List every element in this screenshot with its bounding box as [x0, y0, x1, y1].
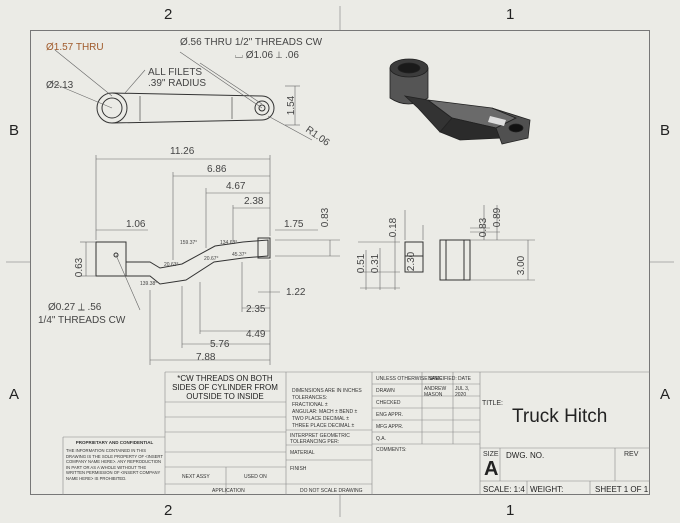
- zone-bottom-2: 2: [164, 502, 173, 519]
- tb-size-label: SIZE: [483, 451, 499, 458]
- tb-rev: REV: [624, 451, 639, 458]
- tb-used-on: USED ON: [244, 474, 267, 480]
- tb-eng-appr: ENG APPR.: [376, 412, 403, 418]
- dim-2-35: 2.35: [246, 304, 266, 315]
- tb-drawn-name: ANDREW MASON: [424, 386, 447, 398]
- dim-6-86: 6.86: [207, 164, 227, 175]
- dim-2-30: 2.30: [406, 251, 418, 272]
- tb-name-hdr: NAME: [428, 376, 443, 382]
- angle-5: 45.37°: [232, 252, 247, 258]
- angle-3: 159.37°: [180, 240, 198, 246]
- tb-frac: FRACTIONAL ±: [292, 402, 328, 408]
- tb-material: MATERIAL: [290, 450, 315, 456]
- tb-dwg-no: DWG. NO.: [506, 451, 545, 460]
- threads-callout: Ø.56 THRU 1/2" THREADS CW: [180, 37, 323, 48]
- isometric-view: [389, 58, 531, 145]
- dim-0-51: 0.51: [356, 253, 368, 274]
- tb-drawn-date: JUL 3, 2020: [455, 386, 470, 398]
- tb-title-label: TITLE:: [482, 400, 504, 407]
- tb-interpret: INTERPRET GEOMETRIC TOLERANCING PER:: [290, 433, 350, 445]
- tb-tol: TOLERANCES:: [292, 395, 328, 401]
- zone-bottom-1: 1: [506, 502, 515, 519]
- tb-prop-text: THE INFORMATION CONTAINED IN THIS DRAWIN…: [66, 448, 163, 481]
- tb-application: APPLICATION: [212, 488, 245, 494]
- dim-2-38: 2.38: [244, 196, 264, 207]
- zone-left-a: A: [9, 386, 20, 403]
- angle-4: 134.63°: [220, 240, 238, 246]
- counterbore-callout: ⌴ Ø1.06 ⟂ .06: [235, 50, 299, 61]
- dim-4-67: 4.67: [226, 181, 246, 192]
- angle-1: 139.38°: [140, 281, 158, 287]
- dim-0-31: 0.31: [370, 253, 382, 274]
- dim-1-22: 1.22: [286, 287, 306, 298]
- tb-three-place: THREE PLACE DECIMAL ±: [292, 423, 355, 429]
- dim-right-0-89: 0.89: [492, 207, 504, 228]
- tb-two-place: TWO PLACE DECIMAL ±: [292, 416, 350, 422]
- dim-11-26: 11.26: [170, 146, 195, 157]
- dim-0-83: 0.83: [320, 207, 332, 228]
- tb-sheet: SHEET 1 OF 1: [595, 485, 649, 494]
- thread-direction-note: *CW THREADS ON BOTH SIDES OF CYLINDER FR…: [172, 374, 278, 401]
- zone-left-b: B: [9, 122, 20, 139]
- tb-weight: WEIGHT:: [530, 485, 564, 494]
- fillets-note: ALL FILETS: [148, 67, 203, 78]
- hole-callout: Ø1.57 THRU: [46, 42, 104, 53]
- tb-mfg-appr: MFG APPR.: [376, 424, 404, 430]
- zone-right-b: B: [660, 122, 671, 139]
- tb-checked: CHECKED: [376, 400, 401, 406]
- zone-top-2: 2: [164, 6, 173, 23]
- dim-4-49: 4.49: [246, 329, 266, 340]
- dim-1-06: 1.06: [126, 219, 146, 230]
- tb-angular: ANGULAR: MACH ± BEND ±: [292, 409, 358, 415]
- dim-0-63: 0.63: [74, 257, 86, 278]
- drawing-border: [30, 30, 650, 495]
- dim-1-75: 1.75: [284, 219, 304, 230]
- dim-right-3-00: 3.00: [516, 255, 528, 276]
- outer-dia-callout: Ø2.13: [46, 80, 74, 91]
- small-hole-callout: Ø0.27 ⟂ .56: [48, 302, 102, 313]
- tb-finish: FINISH: [290, 466, 307, 472]
- angle-2: 20.63°: [164, 262, 179, 268]
- tb-comments: COMMENTS:: [376, 447, 407, 453]
- dim-5-76: 5.76: [210, 339, 230, 350]
- tb-prop-title: PROPRIETARY AND CONFIDENTIAL: [75, 440, 154, 445]
- dim-0-18: 0.18: [388, 217, 400, 238]
- thread-callout: 1/4" THREADS CW: [38, 315, 126, 326]
- fillet-radius-note: .39" RADIUS: [148, 78, 207, 89]
- front-view-part: [95, 237, 271, 285]
- angle-6: 20.67°: [204, 256, 219, 262]
- tb-do-not-scale: DO NOT SCALE DRAWING: [300, 488, 363, 494]
- dim-right-0-83: 0.83: [478, 217, 490, 238]
- tb-drawn: DRAWN: [376, 388, 395, 394]
- tb-qa: Q.A.: [376, 436, 387, 442]
- tb-next-assy: NEXT ASSY: [182, 474, 210, 480]
- tb-size-value: A: [484, 458, 499, 480]
- right-view-part: [439, 239, 471, 281]
- tb-scale: SCALE: 1:4: [483, 485, 525, 494]
- zone-right-a: A: [660, 386, 671, 403]
- dim-1-54: 1.54: [286, 95, 298, 116]
- tb-date-hdr: DATE: [458, 376, 471, 382]
- drawing-title: Truck Hitch: [512, 406, 608, 427]
- tb-dims: DIMENSIONS ARE IN INCHES: [292, 388, 362, 394]
- dim-7-88: 7.88: [196, 352, 216, 363]
- top-view-part: [96, 92, 275, 124]
- zone-top-1: 1: [506, 6, 515, 23]
- side-view-part: [404, 241, 424, 273]
- tb-unless: UNLESS OTHERWISE SPECIFIED:: [376, 376, 457, 382]
